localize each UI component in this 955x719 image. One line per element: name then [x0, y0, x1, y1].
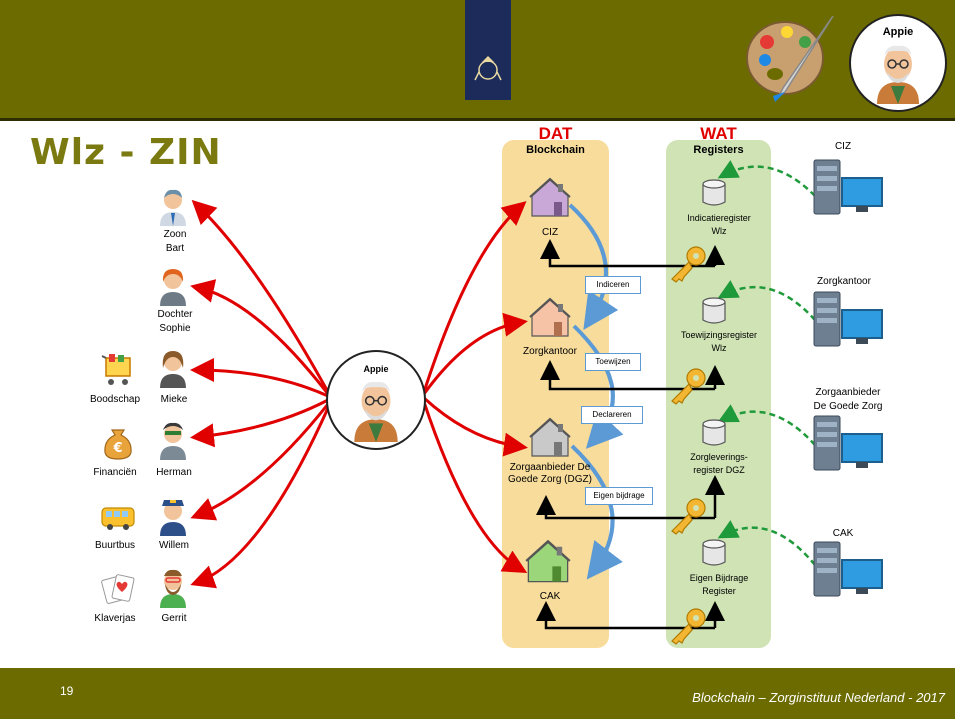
- wat-heading: WAT Registers: [666, 124, 771, 156]
- server-computer-icon: [813, 415, 883, 471]
- register-label: Wlz: [711, 226, 727, 236]
- server-links: [717, 160, 816, 566]
- database-icon: [702, 539, 726, 566]
- dat-node-label: CAK: [539, 591, 561, 602]
- person-name: Zoon: [163, 229, 187, 240]
- person-name: Willem: [159, 540, 189, 551]
- person-name: Gerrit: [161, 613, 187, 624]
- daughter-avatar-icon: [160, 269, 186, 306]
- dat-node-label: Zorgaanbieder De Goede Zorg (DGZ): [508, 462, 592, 485]
- dat-arrows: [422, 201, 528, 574]
- server-computer-icon: [813, 291, 883, 347]
- dat-heading: DAT Blockchain: [502, 124, 609, 156]
- wat-heading-sub: Registers: [693, 144, 744, 156]
- paint-palette-icon: [746, 15, 834, 102]
- playing-cards-icon: [101, 574, 135, 604]
- herman-avatar-icon: [160, 422, 186, 460]
- flow-arrows: [568, 203, 624, 580]
- page-number: 19: [60, 684, 74, 698]
- key-icon: [671, 608, 706, 645]
- server-computer-icon: [813, 159, 883, 215]
- person-name: Dochter: [157, 309, 193, 320]
- coat-of-arms-icon: [474, 56, 502, 81]
- money-bag-icon: €: [104, 429, 132, 460]
- register-label: Toewijzingsregister: [680, 330, 758, 340]
- svg-text:€: €: [112, 441, 122, 456]
- database-icon: [702, 419, 726, 446]
- register-label: Indicatieregister: [687, 213, 751, 223]
- server-label: CIZ: [834, 141, 852, 152]
- key-icon: [671, 368, 706, 405]
- server-label: Zorgaanbieder: [815, 387, 881, 398]
- person-name: Herman: [156, 467, 192, 478]
- government-logo: [465, 0, 511, 100]
- server-computer-icon: [813, 541, 883, 597]
- people-arrows: [190, 199, 330, 589]
- house-icon: [529, 177, 571, 217]
- task-label: Boodschap: [89, 394, 141, 405]
- database-icon: [702, 297, 726, 324]
- dat-heading-title: DAT: [538, 124, 573, 143]
- register-label: register DGZ: [693, 465, 745, 475]
- person-name: Mieke: [160, 394, 188, 405]
- house-icon: [529, 417, 571, 457]
- wat-heading-title: WAT: [700, 124, 737, 143]
- dat-node-label: CIZ: [541, 227, 559, 238]
- register-label: Register: [702, 586, 736, 596]
- dat-node-label: Zorgkantoor: [523, 346, 577, 357]
- house-icon: [525, 539, 571, 583]
- appie-badge: Appie: [849, 14, 947, 112]
- server-label: CAK: [832, 528, 854, 539]
- grandfather-avatar-icon: [354, 381, 398, 442]
- person-sub: Bart: [165, 243, 185, 254]
- register-label: Wlz: [711, 343, 727, 353]
- action-label: Indiceren: [585, 276, 641, 294]
- dat-heading-sub: Blockchain: [526, 144, 585, 156]
- task-label: Klaverjas: [94, 613, 136, 624]
- appie-badge-label: Appie: [882, 26, 914, 38]
- server-label: Zorgkantoor: [817, 276, 871, 287]
- task-label: Financiën: [93, 467, 137, 478]
- key-icon: [671, 498, 706, 535]
- bus-icon: [101, 507, 135, 530]
- appie-center: Appie: [326, 350, 426, 450]
- footer-text: Blockchain – Zorginstituut Nederland - 2…: [692, 690, 945, 705]
- footer-bar: [0, 668, 955, 719]
- database-icon: [702, 179, 726, 206]
- gerrit-avatar-icon: [160, 569, 186, 608]
- willem-avatar-icon: [160, 500, 186, 536]
- key-icon: [671, 246, 706, 283]
- task-label: Buurtbus: [94, 540, 136, 551]
- house-icon: [529, 297, 571, 337]
- son-avatar-icon: [160, 189, 186, 226]
- person-sub: Sophie: [159, 323, 191, 334]
- slide-title: Wlz - ZIN: [30, 132, 222, 173]
- appie-center-label: Appie: [363, 364, 389, 374]
- grandfather-avatar-icon: [877, 45, 919, 104]
- mieke-avatar-icon: [160, 351, 186, 388]
- server-label: De Goede Zorg: [813, 401, 883, 412]
- action-label: Eigen bijdrage: [585, 487, 653, 505]
- shopping-cart-icon: [101, 354, 131, 385]
- action-label: Toewijzen: [585, 353, 641, 371]
- action-label: Declareren: [581, 406, 643, 424]
- register-links: [536, 239, 725, 630]
- register-label: Zorgleverings-: [690, 452, 748, 462]
- register-label: Eigen Bijdrage: [689, 573, 749, 583]
